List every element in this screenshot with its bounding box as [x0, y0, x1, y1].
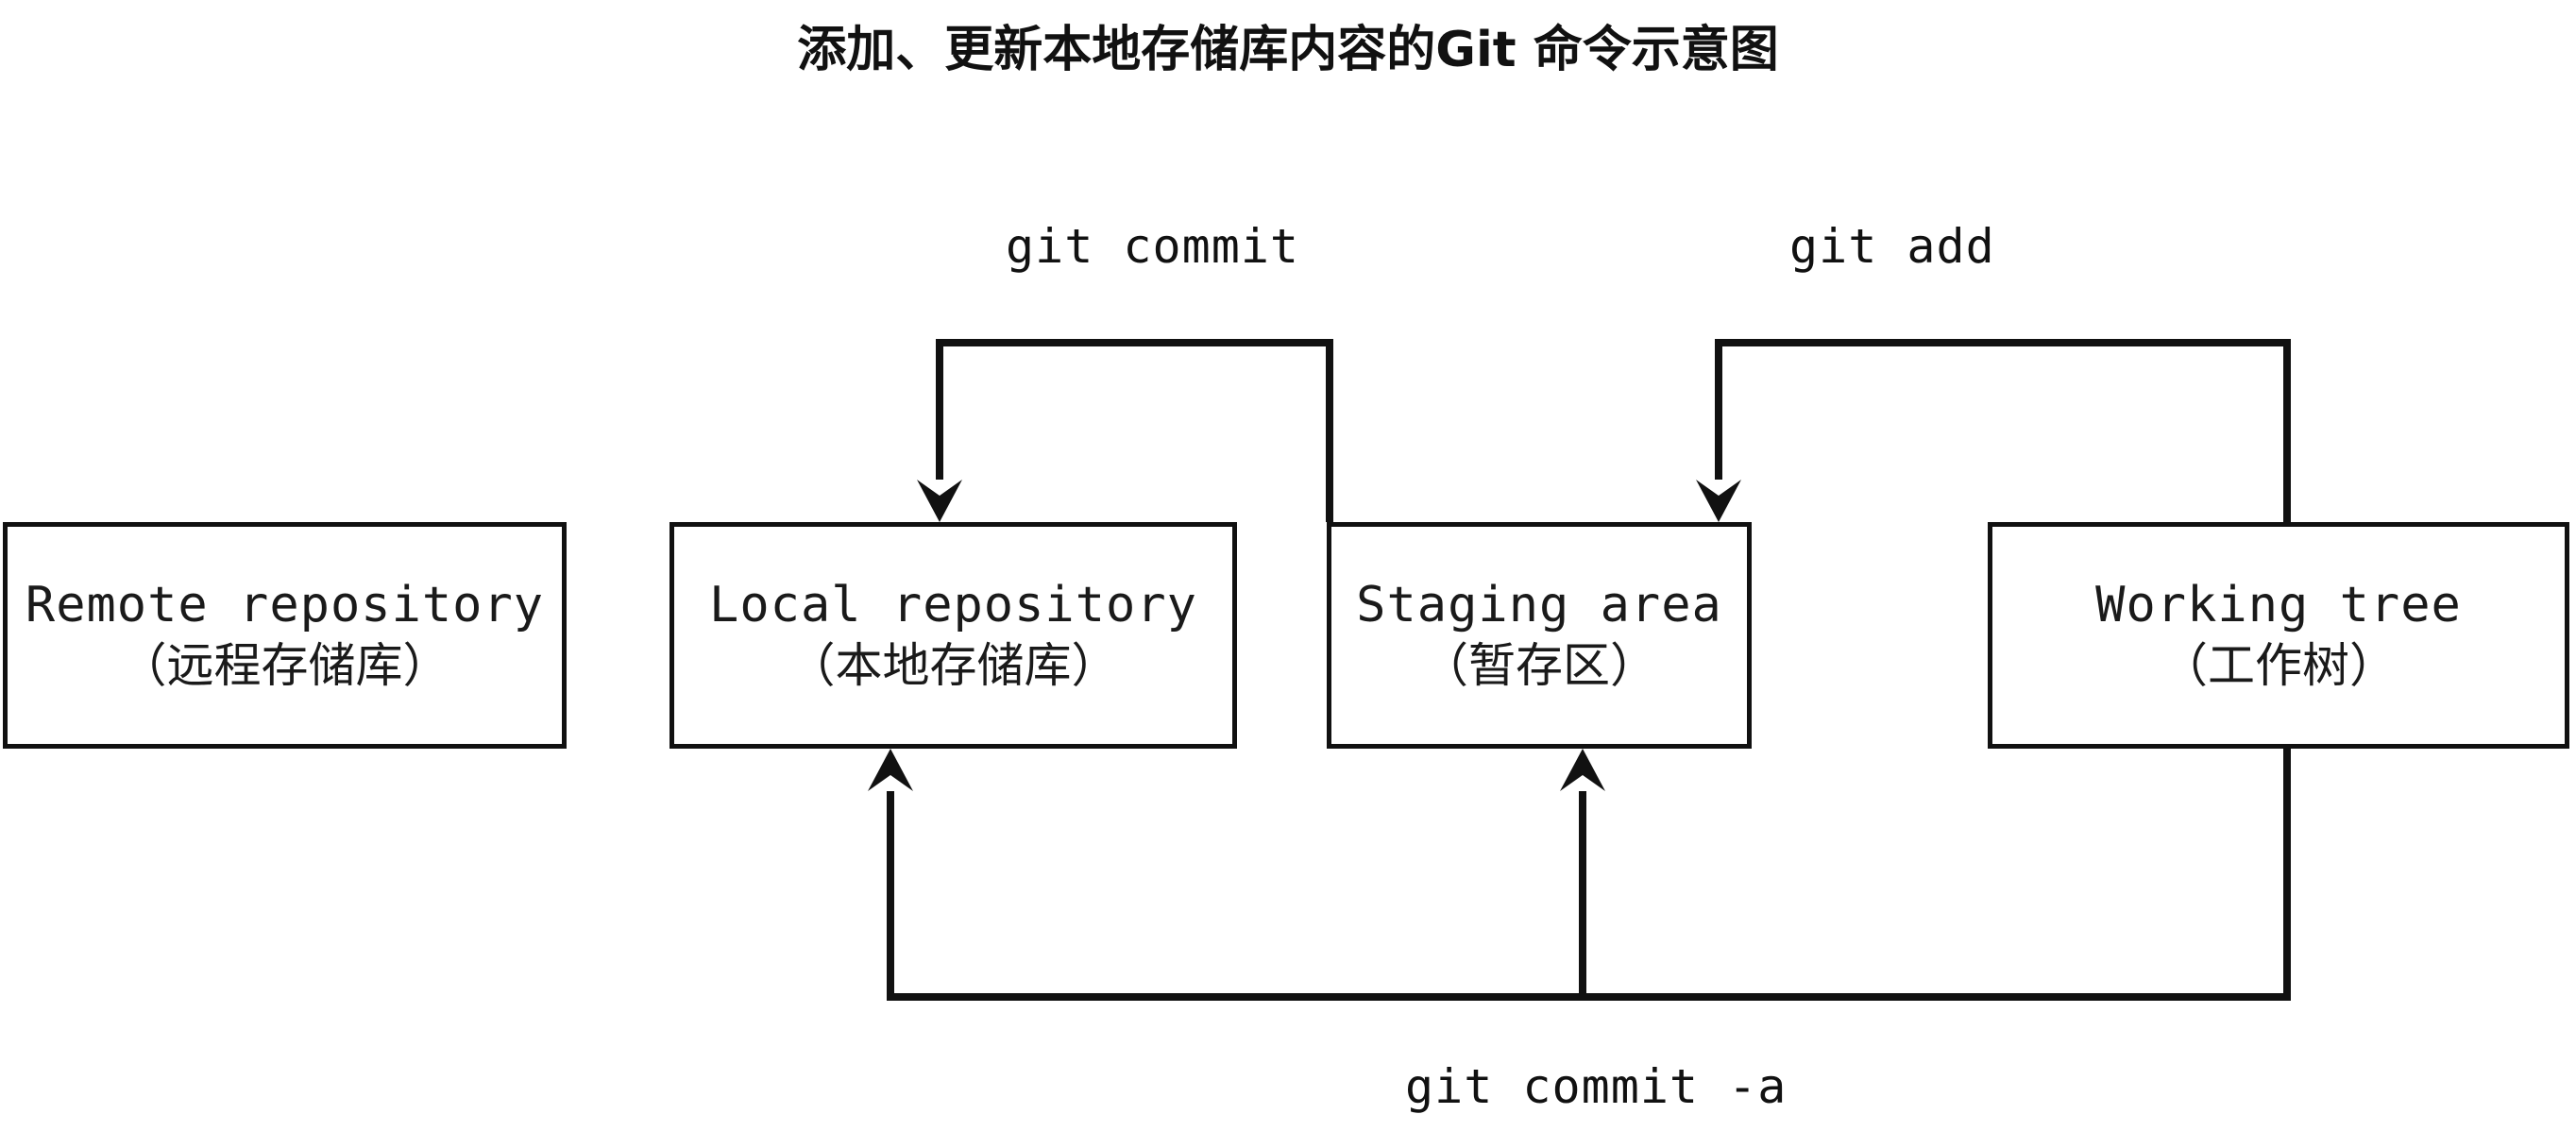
page-title: 添加、更新本地存储库内容的Git 命令示意图: [797, 22, 1779, 78]
node-local-repository[interactable]: Local repository （本地存储库）: [669, 522, 1237, 749]
edge-git-commit: [917, 339, 1333, 522]
node-working-tree-label-zh: （工作树）: [2161, 638, 2397, 694]
edge-label-git-commit: git commit: [1006, 219, 1300, 274]
node-working-tree-label-en: Working tree: [2095, 576, 2462, 633]
node-remote-repository-label-en: Remote repository: [25, 576, 545, 633]
node-staging-area-label-zh: （暂存区）: [1421, 638, 1657, 694]
edge-git-add: [1696, 339, 2291, 522]
edge-label-git-commit-a: git commit -a: [1405, 1059, 1788, 1114]
edge-git-commit-a: [868, 749, 2291, 1001]
node-remote-repository[interactable]: Remote repository （远程存储库）: [3, 522, 567, 749]
node-working-tree[interactable]: Working tree （工作树）: [1988, 522, 2569, 749]
node-remote-repository-label-zh: （远程存储库）: [119, 638, 450, 694]
node-staging-area[interactable]: Staging area （暂存区）: [1327, 522, 1752, 749]
edge-label-git-add: git add: [1789, 219, 1995, 274]
node-staging-area-label-en: Staging area: [1356, 576, 1722, 633]
node-local-repository-label-en: Local repository: [709, 576, 1197, 633]
node-local-repository-label-zh: （本地存储库）: [788, 638, 1119, 694]
